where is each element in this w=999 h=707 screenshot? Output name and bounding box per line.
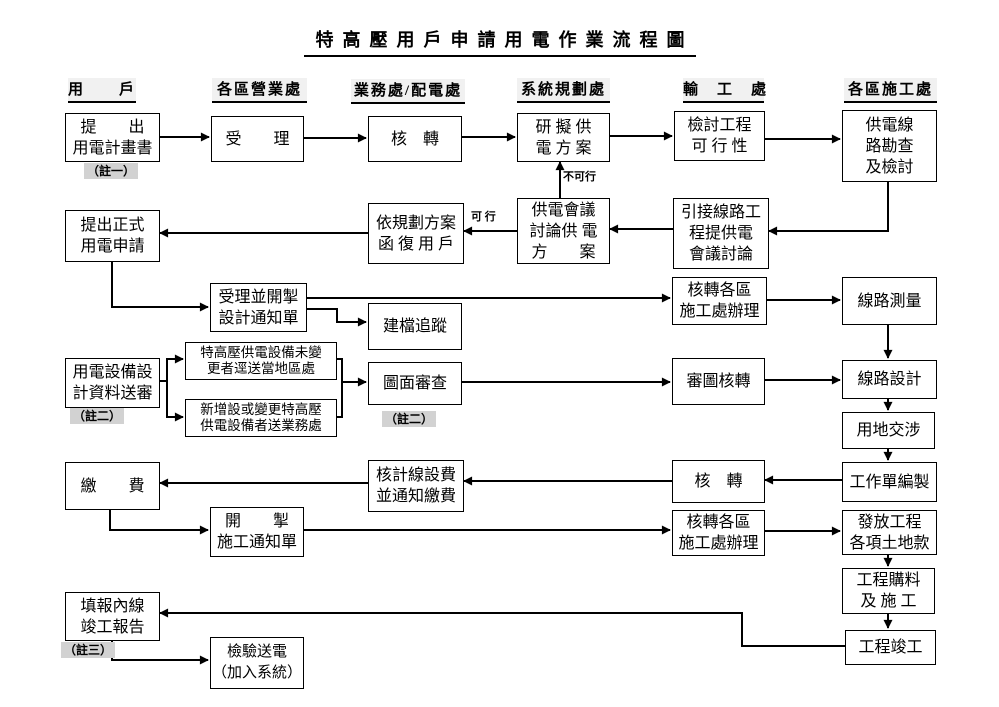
note-1: （註一） (84, 163, 139, 179)
node-land-negotiation: 用地交涉 (842, 412, 935, 449)
node-inspection-energize: 檢驗送電 （加入系統） (210, 637, 304, 689)
node-line-design: 線路設計 (842, 360, 937, 399)
node-completion-report: 填報內線 竣工報告 (65, 592, 160, 641)
node-accept: 受 理 (211, 116, 304, 162)
node-drawing-forward: 審圖核轉 (672, 358, 765, 405)
node-changed-equipment: 新增設或變更特高壓 供電設備者送業務處 (185, 399, 337, 437)
node-land-payment: 發放工程 各項土地款 (842, 510, 937, 555)
edge-label-feasible: 可 行 (471, 211, 496, 223)
node-forward-district-2: 核轉各區 施工處辦理 (672, 510, 765, 556)
note-2-left: （註二） (70, 408, 125, 424)
page-title: 特高壓用戶申請用電作業流程圖 (0, 26, 999, 57)
node-review-feasibility: 檢討工程 可 行 性 (674, 111, 765, 161)
node-connection-meeting: 引接線路工 程提供電 會議討論 (673, 198, 769, 269)
node-reply-customer: 依規劃方案 函 復 用 戶 (368, 203, 464, 264)
node-project-completion: 工程竣工 (845, 630, 936, 665)
node-line-survey: 供電線 路勘查 及檢討 (842, 110, 937, 182)
column-header-planning-dept: 系統規劃處 (517, 78, 610, 103)
node-supply-meeting: 供電會議 討論供 電 方 案 (517, 198, 610, 264)
column-header-business-dept: 業務處/配電處 (351, 79, 465, 104)
node-review-forward-1: 核 轉 (368, 116, 462, 162)
node-unchanged-equipment: 特高壓供電設備未變 更者逕送當地區處 (185, 342, 337, 380)
node-submit-plan: 提 出 用電計畫書 (65, 113, 160, 162)
node-work-order: 工作單編製 (842, 462, 937, 502)
node-forward-district-1: 核轉各區 施工處辦理 (672, 277, 767, 325)
note-2-drawing-review: （註二） (382, 411, 437, 427)
node-payment: 繳 費 (65, 462, 160, 510)
column-header-transmission-dept: 輸 工 處 (683, 78, 766, 103)
node-file-tracking: 建檔追蹤 (368, 303, 462, 350)
node-draft-supply-plan: 研 擬 供 電 方 案 (517, 113, 610, 162)
node-drawing-review: 圖面審查 (368, 362, 462, 405)
column-header-construction-office: 各區施工處 (844, 78, 937, 103)
column-header-customer: 用 戶 (68, 78, 136, 103)
node-construction-notice: 開 掣 施工通知單 (210, 507, 304, 557)
column-header-district-office: 各區營業處 (212, 78, 307, 103)
node-formal-application: 提出正式 用電申請 (65, 210, 160, 262)
node-equipment-design: 用電設備設 計資料送審 (65, 358, 160, 408)
node-procurement-construction: 工程購料 及 施 工 (842, 568, 935, 614)
node-calc-line-fee: 核計線設費 並通知繳費 (368, 460, 464, 512)
edge-label-infeasible: 不可行 (563, 171, 596, 183)
node-review-forward-2: 核 轉 (672, 460, 765, 503)
node-accept-design-notice: 受理並開掣 設計通知單 (210, 283, 307, 332)
note-3: （註三） (61, 642, 116, 658)
node-line-measurement: 線路測量 (842, 277, 937, 325)
